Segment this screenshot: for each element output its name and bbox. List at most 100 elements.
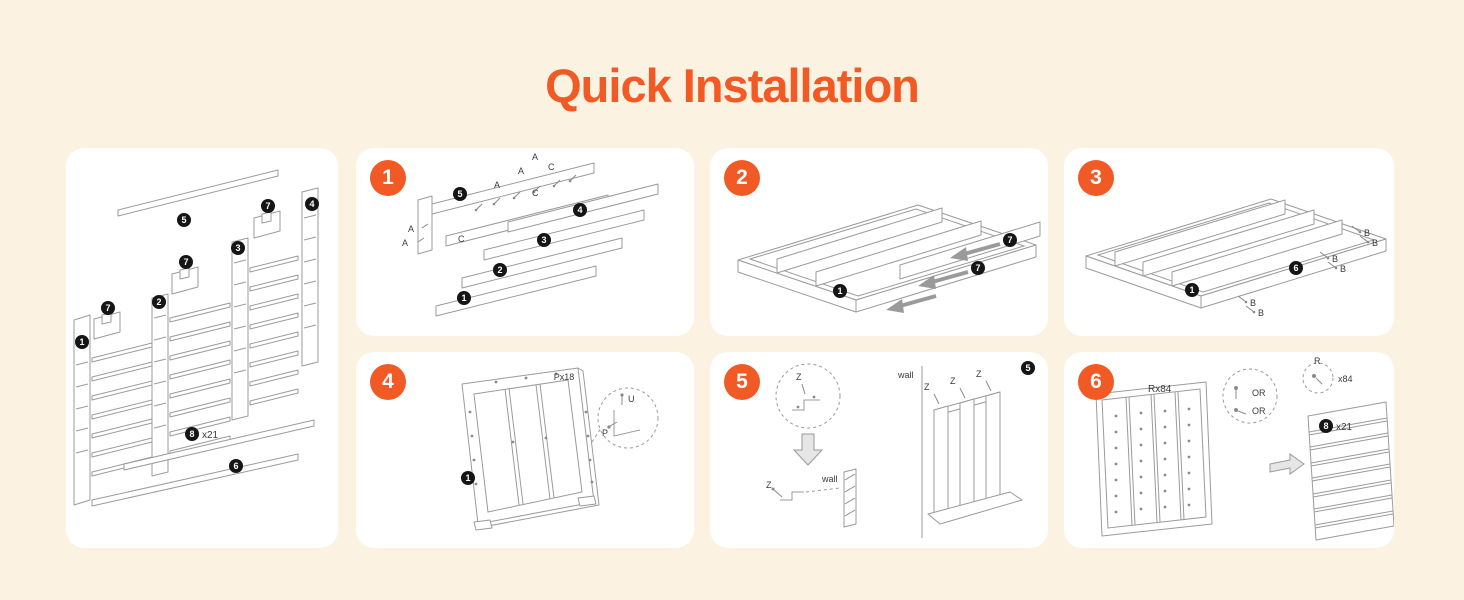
- step-6-badge: 6: [1078, 364, 1114, 400]
- divider-panels: [1114, 199, 1343, 287]
- part-number-badge: 4: [573, 203, 587, 217]
- part-number-badge: 8: [185, 427, 199, 441]
- top-rail-7: [253, 210, 281, 239]
- side-panel-1: [73, 314, 91, 506]
- part-number-badge: 1: [833, 284, 847, 298]
- screw-marks: [417, 174, 577, 243]
- step-5-badge: 5: [724, 364, 760, 400]
- screw-marks: [468, 372, 594, 486]
- part-number-badge: 1: [461, 471, 475, 485]
- label-c: C: [548, 162, 555, 172]
- part-number-badge: 1: [457, 291, 471, 305]
- part-number-badge: 6: [1289, 261, 1303, 275]
- label-z: Z: [924, 382, 930, 392]
- svg-text:5: 5: [181, 215, 186, 225]
- label-b: B: [1364, 228, 1370, 238]
- peg-panel-unit: [1095, 381, 1213, 537]
- insert-arrow: [886, 294, 937, 313]
- svg-text:1: 1: [465, 473, 470, 483]
- label-r: R: [1314, 356, 1321, 366]
- side-panel-4: [301, 187, 319, 367]
- svg-text:1: 1: [79, 337, 84, 347]
- label-z: Z: [766, 480, 772, 490]
- shelf-unit: [927, 391, 1023, 525]
- svg-text:6: 6: [233, 461, 238, 471]
- svg-text:7: 7: [1007, 235, 1012, 245]
- part-number-badge: 5: [177, 213, 191, 227]
- svg-text:4: 4: [577, 205, 582, 215]
- part-number-badge: 5: [453, 187, 467, 201]
- label-c: C: [458, 234, 465, 244]
- step-4-card: 4 U P Px18 1: [356, 352, 694, 548]
- side-panel-3: [231, 237, 249, 421]
- part-number-badge: 1: [1185, 283, 1199, 297]
- label-z: Z: [976, 369, 982, 379]
- svg-text:5: 5: [457, 189, 462, 199]
- screw-marks: [1237, 225, 1370, 314]
- part-number-badge: 5: [1021, 361, 1035, 375]
- svg-text:1: 1: [837, 286, 842, 296]
- shelf-quantity-label: x21: [1336, 422, 1353, 433]
- peg-quantity-label: Rx84: [1148, 384, 1172, 395]
- rail-3: [483, 209, 645, 261]
- svg-text:4: 4: [309, 199, 314, 209]
- label-b: B: [1332, 254, 1338, 264]
- part-number-badge: 7: [1003, 233, 1017, 247]
- next-arrow: [1269, 453, 1305, 475]
- divider-panels: [776, 207, 1041, 287]
- insert-arrow: [950, 242, 1001, 261]
- svg-text:2: 2: [497, 265, 502, 275]
- part-number-badge: 6: [229, 459, 243, 473]
- step-5-illustration: Z Z wall wall Z Z Z: [766, 361, 1035, 538]
- svg-text:3: 3: [541, 235, 546, 245]
- label-u: U: [628, 394, 635, 404]
- top-rail-7: [171, 266, 199, 295]
- step-5-card: 5 Z Z wall wall: [710, 352, 1048, 548]
- top-panel: [117, 169, 279, 217]
- label-b: B: [1250, 298, 1256, 308]
- screw-quantity-label: Px18: [554, 372, 575, 382]
- step-6-illustration: Rx84 OR OR R x84 8 x21: [1095, 356, 1394, 541]
- shelf-stack: [91, 342, 153, 477]
- shelf-stack: [249, 255, 299, 406]
- svg-text:7: 7: [265, 201, 270, 211]
- label-b: B: [1372, 238, 1378, 248]
- part-number-badge: 3: [231, 241, 245, 255]
- rail-1: [435, 265, 597, 317]
- svg-text:7: 7: [183, 257, 188, 267]
- zoom-detail: [1222, 368, 1278, 424]
- part-number-badge: 1: [75, 335, 89, 349]
- zoom-detail: [591, 387, 659, 449]
- parts-overview-card: 5 4 7 3 7 2 7 1 8 x21 6: [66, 148, 338, 548]
- step-1-illustration: A A A A A C C C 5 4 3 2 1: [402, 152, 659, 317]
- assembled-shelf: [1307, 401, 1394, 541]
- part-number-badge: 8: [1319, 419, 1333, 433]
- down-arrow: [792, 433, 824, 466]
- zoom-detail: [775, 363, 841, 429]
- part-number-badge: 2: [152, 295, 166, 309]
- part-number-badge: 7: [101, 301, 115, 315]
- label-or: OR: [1252, 388, 1266, 398]
- peg-count-label: x84: [1338, 374, 1353, 384]
- step-3-illustration: B B B B B B 1 6: [1085, 198, 1387, 318]
- svg-text:1: 1: [1189, 285, 1194, 295]
- label-a: A: [494, 180, 500, 190]
- svg-text:5: 5: [1025, 363, 1030, 373]
- label-a: A: [518, 166, 524, 176]
- label-z: Z: [950, 376, 956, 386]
- step-3-card: 3 B B B B B B 1 6: [1064, 148, 1394, 336]
- label-c: C: [532, 188, 539, 198]
- svg-text:7: 7: [975, 263, 980, 273]
- part-number-badge: 7: [179, 255, 193, 269]
- wall-label: wall: [897, 370, 914, 380]
- peg-detail: [1302, 362, 1334, 394]
- top-rail-7: [93, 311, 121, 340]
- bracket-wall-detail: [771, 468, 857, 528]
- upright-frame: [461, 367, 600, 531]
- part-8-quantity: x21: [202, 430, 219, 441]
- label-or: OR: [1252, 406, 1266, 416]
- screw-marks: [933, 380, 992, 405]
- label-b: B: [1258, 308, 1264, 318]
- svg-text:8: 8: [189, 429, 194, 439]
